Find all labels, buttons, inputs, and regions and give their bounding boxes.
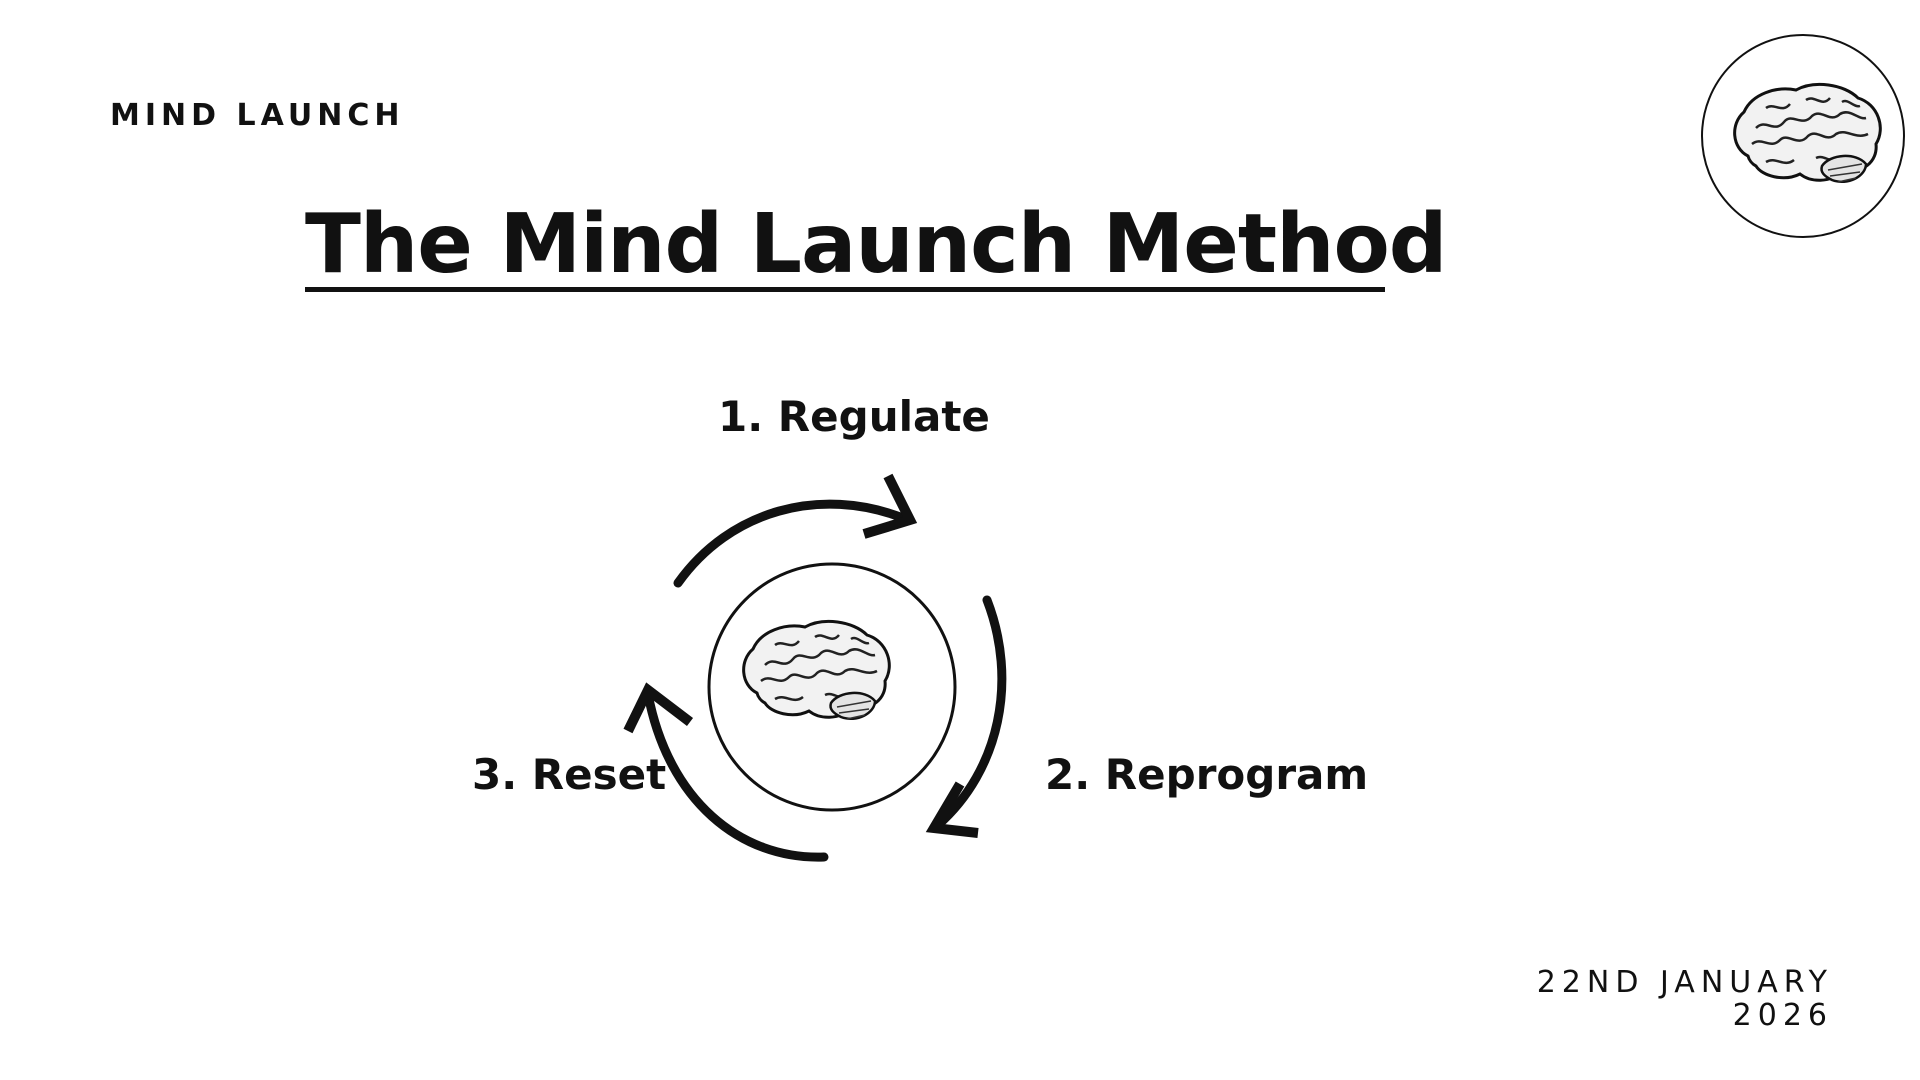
step-reprogram-label: 2. Reprogram bbox=[1045, 750, 1369, 799]
logo-badge bbox=[1701, 34, 1905, 238]
arrow-top bbox=[673, 473, 918, 588]
brain-icon bbox=[742, 620, 891, 720]
arrow-left bbox=[623, 682, 829, 862]
step-regulate-label: 1. Regulate bbox=[718, 392, 990, 441]
presentation-date: 22ND JANUARY 2026 bbox=[1537, 966, 1833, 1032]
brain-icon bbox=[1733, 83, 1882, 183]
step-reset-label: 3. Reset bbox=[472, 750, 667, 799]
date-line-2: 2026 bbox=[1732, 998, 1833, 1033]
page-title: The Mind Launch Method bbox=[305, 197, 1447, 292]
date-line-1: 22ND JANUARY bbox=[1536, 965, 1833, 1000]
arrow-right bbox=[925, 595, 1007, 838]
brand-name: MIND LAUNCH bbox=[110, 98, 405, 133]
title-underline bbox=[305, 287, 1385, 292]
